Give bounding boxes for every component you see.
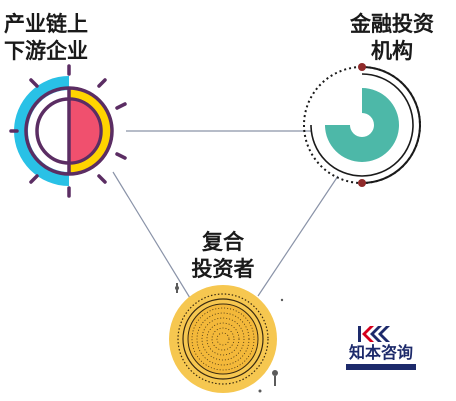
brand-logo-icon: [358, 326, 390, 342]
brand-watermark: 知本咨询: [344, 326, 418, 372]
brand-bar: [346, 364, 416, 370]
upstream-enterprise-icon: [9, 64, 127, 198]
pink-half: [67, 97, 103, 165]
financial-institution-label: 金融投资 机构: [332, 11, 452, 65]
financial-label-line-2: 机构: [371, 39, 413, 63]
composite-investor-label: 复合 投资者: [168, 229, 278, 283]
financial-institution-icon: [303, 63, 421, 187]
financial-label-line-1: 金融投资: [350, 12, 434, 36]
brand-name: 知本咨询: [348, 343, 413, 362]
composite-investor-icon: [169, 283, 284, 393]
connector-financial-composite: [257, 175, 339, 297]
teal-segment: [325, 88, 399, 162]
connector-lines: [112, 130, 339, 299]
upstream-label-line-1: 产业链上: [4, 12, 88, 36]
composite-label-line-1: 复合: [202, 230, 244, 254]
cyan-arc: [14, 76, 69, 186]
upstream-label-line-2: 下游企业: [4, 39, 88, 63]
composite-label-line-2: 投资者: [191, 257, 255, 281]
connector-upstream-composite: [112, 171, 191, 299]
upstream-enterprise-label: 产业链上 下游企业: [4, 11, 116, 65]
